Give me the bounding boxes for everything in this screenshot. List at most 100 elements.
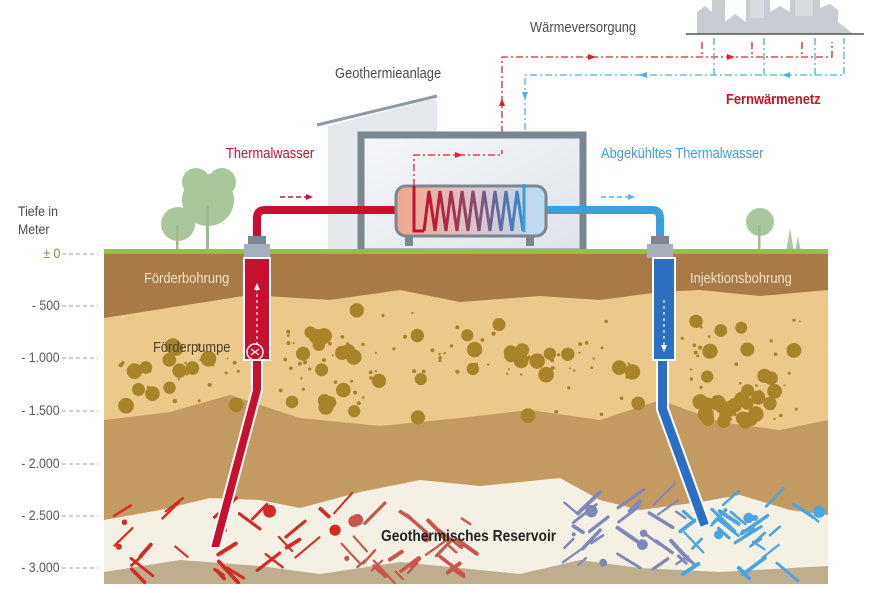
fracture-line bbox=[716, 518, 740, 538]
fracture-blob bbox=[714, 530, 724, 540]
pebble bbox=[689, 377, 694, 381]
fracture-line bbox=[405, 513, 429, 535]
fracture-blob bbox=[263, 504, 276, 518]
pebble bbox=[449, 344, 454, 348]
fracture-line bbox=[437, 528, 463, 550]
pump-icon bbox=[246, 343, 264, 361]
pebble bbox=[728, 417, 733, 421]
pebble bbox=[578, 342, 583, 346]
pebble bbox=[196, 343, 201, 348]
fracture-line bbox=[652, 482, 676, 506]
pebble bbox=[430, 348, 435, 353]
pebble bbox=[412, 369, 417, 374]
pebble bbox=[734, 391, 749, 407]
pebble bbox=[732, 402, 736, 406]
fracture-line bbox=[683, 531, 705, 554]
pebble bbox=[371, 373, 387, 388]
pebble bbox=[627, 362, 631, 366]
pebble bbox=[340, 335, 345, 339]
fracture-line bbox=[370, 559, 384, 572]
pebble bbox=[139, 361, 153, 374]
fracture-line bbox=[237, 512, 262, 531]
pebble bbox=[126, 363, 143, 379]
pebble bbox=[377, 381, 381, 385]
fracture-line bbox=[563, 537, 575, 550]
pebble bbox=[172, 398, 177, 404]
pebble bbox=[584, 340, 589, 345]
fracture-line bbox=[580, 528, 602, 551]
fracture-blob bbox=[344, 555, 350, 562]
depth-tick-label: - 1.500 bbox=[21, 402, 60, 418]
heat-exchanger-icon bbox=[394, 150, 548, 246]
fracture-line bbox=[362, 549, 377, 565]
pebble bbox=[753, 398, 757, 402]
fracture-line bbox=[277, 535, 294, 553]
pebble bbox=[331, 354, 334, 357]
depth-tick-label: - 3.000 bbox=[21, 559, 60, 575]
pebble bbox=[289, 366, 293, 371]
fracture-line bbox=[681, 509, 694, 521]
pebble bbox=[755, 384, 758, 387]
pebble bbox=[296, 346, 310, 361]
pebble bbox=[197, 399, 201, 403]
pebble bbox=[783, 384, 786, 387]
fracture-line bbox=[751, 531, 767, 545]
pebble bbox=[224, 371, 228, 375]
pebble bbox=[590, 366, 593, 370]
fracture-line bbox=[739, 513, 770, 536]
pebble bbox=[312, 338, 326, 352]
depth-tick-label: - 1.000 bbox=[21, 349, 60, 365]
pebble bbox=[699, 385, 703, 389]
pebble bbox=[738, 382, 742, 385]
pebble bbox=[207, 382, 212, 387]
pebble bbox=[735, 411, 750, 425]
fracture-blob bbox=[121, 519, 128, 525]
fracture-blob bbox=[329, 524, 341, 536]
pebble bbox=[300, 377, 303, 380]
pebble bbox=[567, 386, 571, 390]
pebble bbox=[169, 341, 184, 356]
pebble bbox=[696, 354, 700, 358]
fracture-line bbox=[740, 527, 756, 541]
fracture-line bbox=[764, 487, 785, 508]
pebble bbox=[461, 329, 474, 342]
fracture-line bbox=[678, 516, 699, 534]
pebble bbox=[792, 318, 796, 322]
pebble bbox=[689, 314, 703, 328]
depth-tick-label: ± 0 bbox=[42, 245, 60, 261]
pebble bbox=[438, 359, 442, 363]
pebble bbox=[569, 367, 571, 370]
pebble bbox=[292, 342, 295, 345]
pebble bbox=[557, 353, 561, 357]
fracture-line bbox=[372, 564, 388, 579]
pebble bbox=[527, 355, 532, 360]
pebble bbox=[466, 341, 483, 358]
fracture-line bbox=[761, 543, 780, 560]
fracture-line bbox=[721, 489, 741, 507]
fracture-line bbox=[616, 552, 642, 570]
pebble bbox=[356, 401, 361, 406]
fracture-line bbox=[138, 542, 153, 559]
fracture-line bbox=[438, 554, 466, 577]
pebble bbox=[487, 363, 490, 366]
depth-tick-marks bbox=[62, 253, 98, 569]
depth-axis-title: Tiefe in Meter bbox=[18, 202, 58, 238]
depth-axis-title-line1: Tiefe in bbox=[18, 203, 58, 219]
pebble bbox=[736, 325, 740, 328]
pebble bbox=[506, 372, 509, 375]
pebble bbox=[410, 410, 425, 425]
fracture-line bbox=[710, 507, 737, 533]
pebble bbox=[631, 396, 645, 411]
fracture-blob bbox=[571, 532, 576, 537]
depth-tick-label: - 2.000 bbox=[21, 455, 60, 471]
surface-flow-arrows bbox=[280, 194, 635, 200]
fracture-line bbox=[729, 510, 747, 526]
pebble bbox=[333, 380, 338, 385]
pebble bbox=[232, 360, 237, 365]
fracture-line bbox=[446, 543, 458, 554]
pebble bbox=[353, 390, 358, 395]
pebble bbox=[196, 348, 200, 351]
fracture-line bbox=[571, 524, 585, 535]
pebble bbox=[480, 338, 485, 342]
